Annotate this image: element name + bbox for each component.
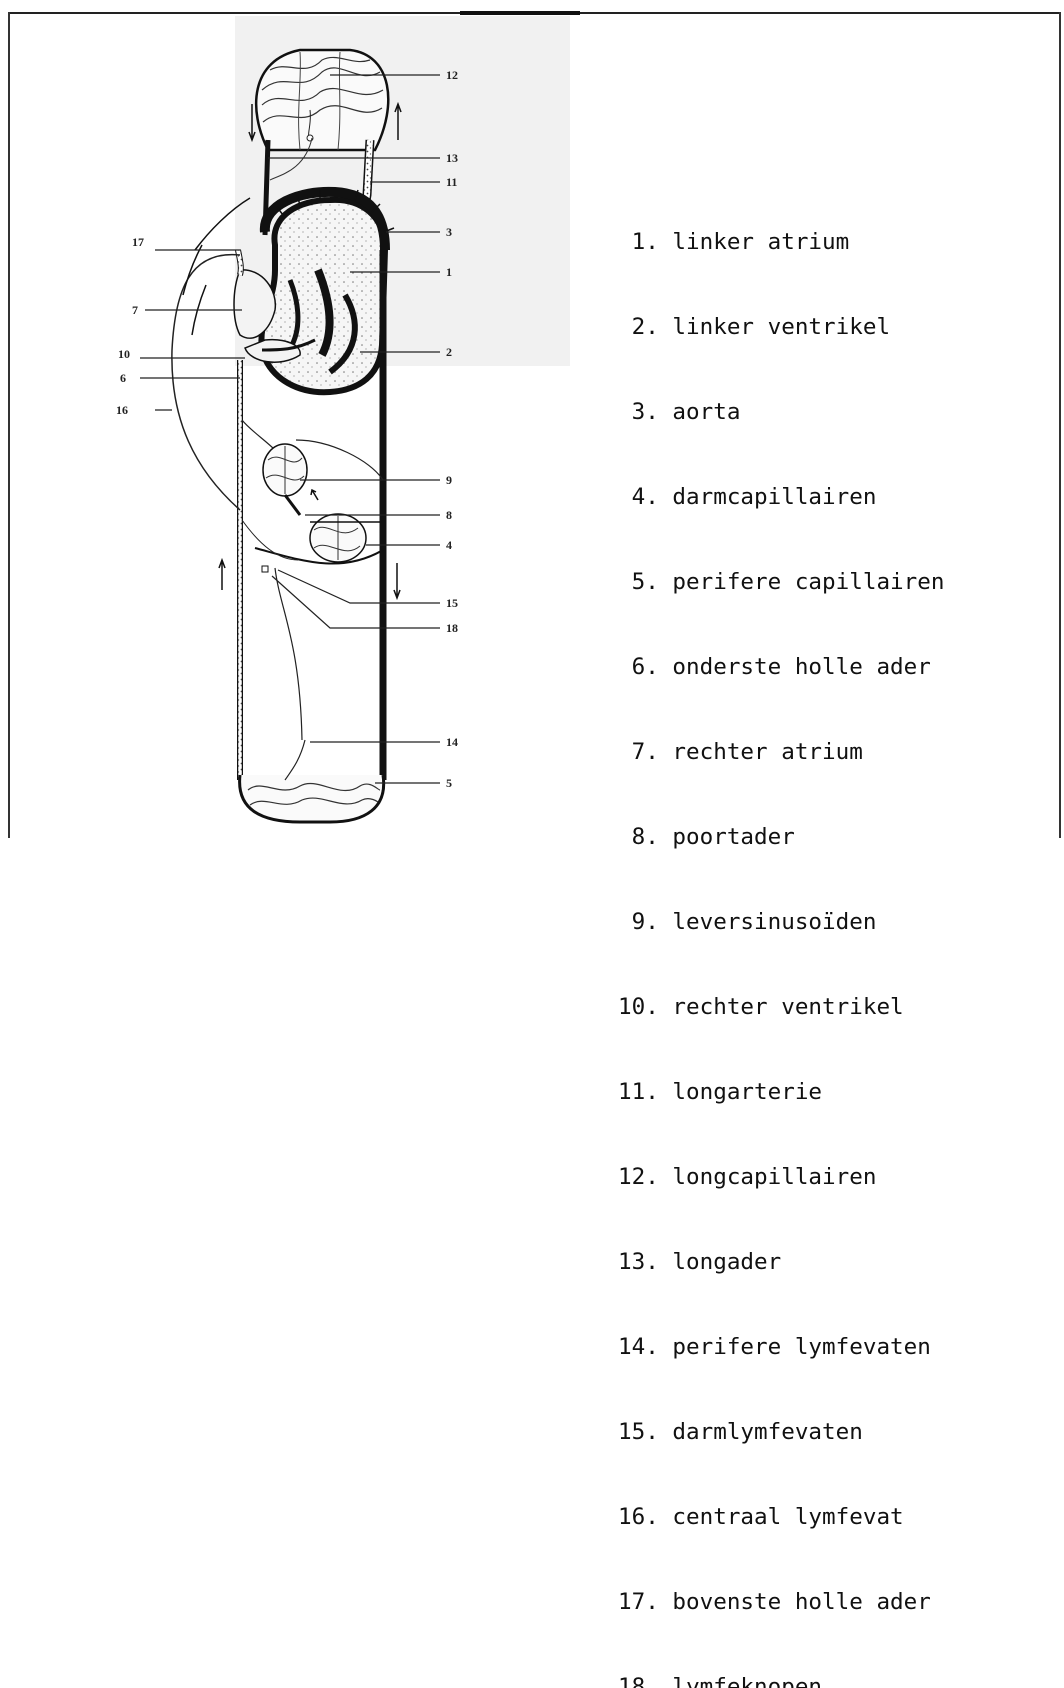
callout-16: 16 (116, 403, 128, 417)
callout-9: 9 (446, 473, 452, 487)
callout-10: 10 (118, 347, 130, 361)
legend-item: 8. poortader (618, 823, 944, 851)
callout-1: 1 (446, 265, 452, 279)
callout-6: 6 (120, 371, 126, 385)
legend-item: 15. darmlymfevaten (618, 1418, 944, 1446)
callout-2: 2 (446, 345, 452, 359)
callout-12: 12 (446, 68, 458, 82)
callout-7: 7 (132, 303, 138, 317)
callout-4: 4 (446, 538, 452, 552)
callout-13: 13 (446, 151, 458, 165)
legend-item: 17. bovenste holle ader (618, 1588, 944, 1616)
portal-system (242, 420, 383, 572)
leader-lines (140, 75, 440, 783)
legend-item: 12. longcapillairen (618, 1163, 944, 1191)
legend-item: 1. linker atrium (618, 228, 944, 256)
callout-15: 15 (446, 596, 458, 610)
callout-11: 11 (446, 175, 457, 189)
callout-3: 3 (446, 225, 452, 239)
legend-item: 6. onderste holle ader (618, 653, 944, 681)
legend-item: 2. linker ventrikel (618, 313, 944, 341)
legend-item: 4. darmcapillairen (618, 483, 944, 511)
callout-18: 18 (446, 621, 458, 635)
legend-item: 3. aorta (618, 398, 944, 426)
legend-item: 16. centraal lymfevat (618, 1503, 944, 1531)
legend-item: 13. longader (618, 1248, 944, 1276)
legend-item: 10. rechter ventrikel (618, 993, 944, 1021)
peripheral-capillaries (240, 740, 384, 822)
callout-14: 14 (446, 735, 458, 749)
legend-item: 5. perifere capillairen (618, 568, 944, 596)
legend-list: 1. linker atrium 2. linker ventrikel 3. … (618, 171, 944, 1688)
legend-item: 14. perifere lymfevaten (618, 1333, 944, 1361)
callout-17: 17 (132, 235, 144, 249)
legend-item: 11. longarterie (618, 1078, 944, 1106)
legend-item: 7. rechter atrium (618, 738, 944, 766)
legend-item: 18. lymfeknopen (618, 1673, 944, 1688)
lung-capillaries (256, 50, 388, 150)
callout-8: 8 (446, 508, 452, 522)
legend-item: 9. leversinusoïden (618, 908, 944, 936)
callout-5: 5 (446, 776, 452, 790)
